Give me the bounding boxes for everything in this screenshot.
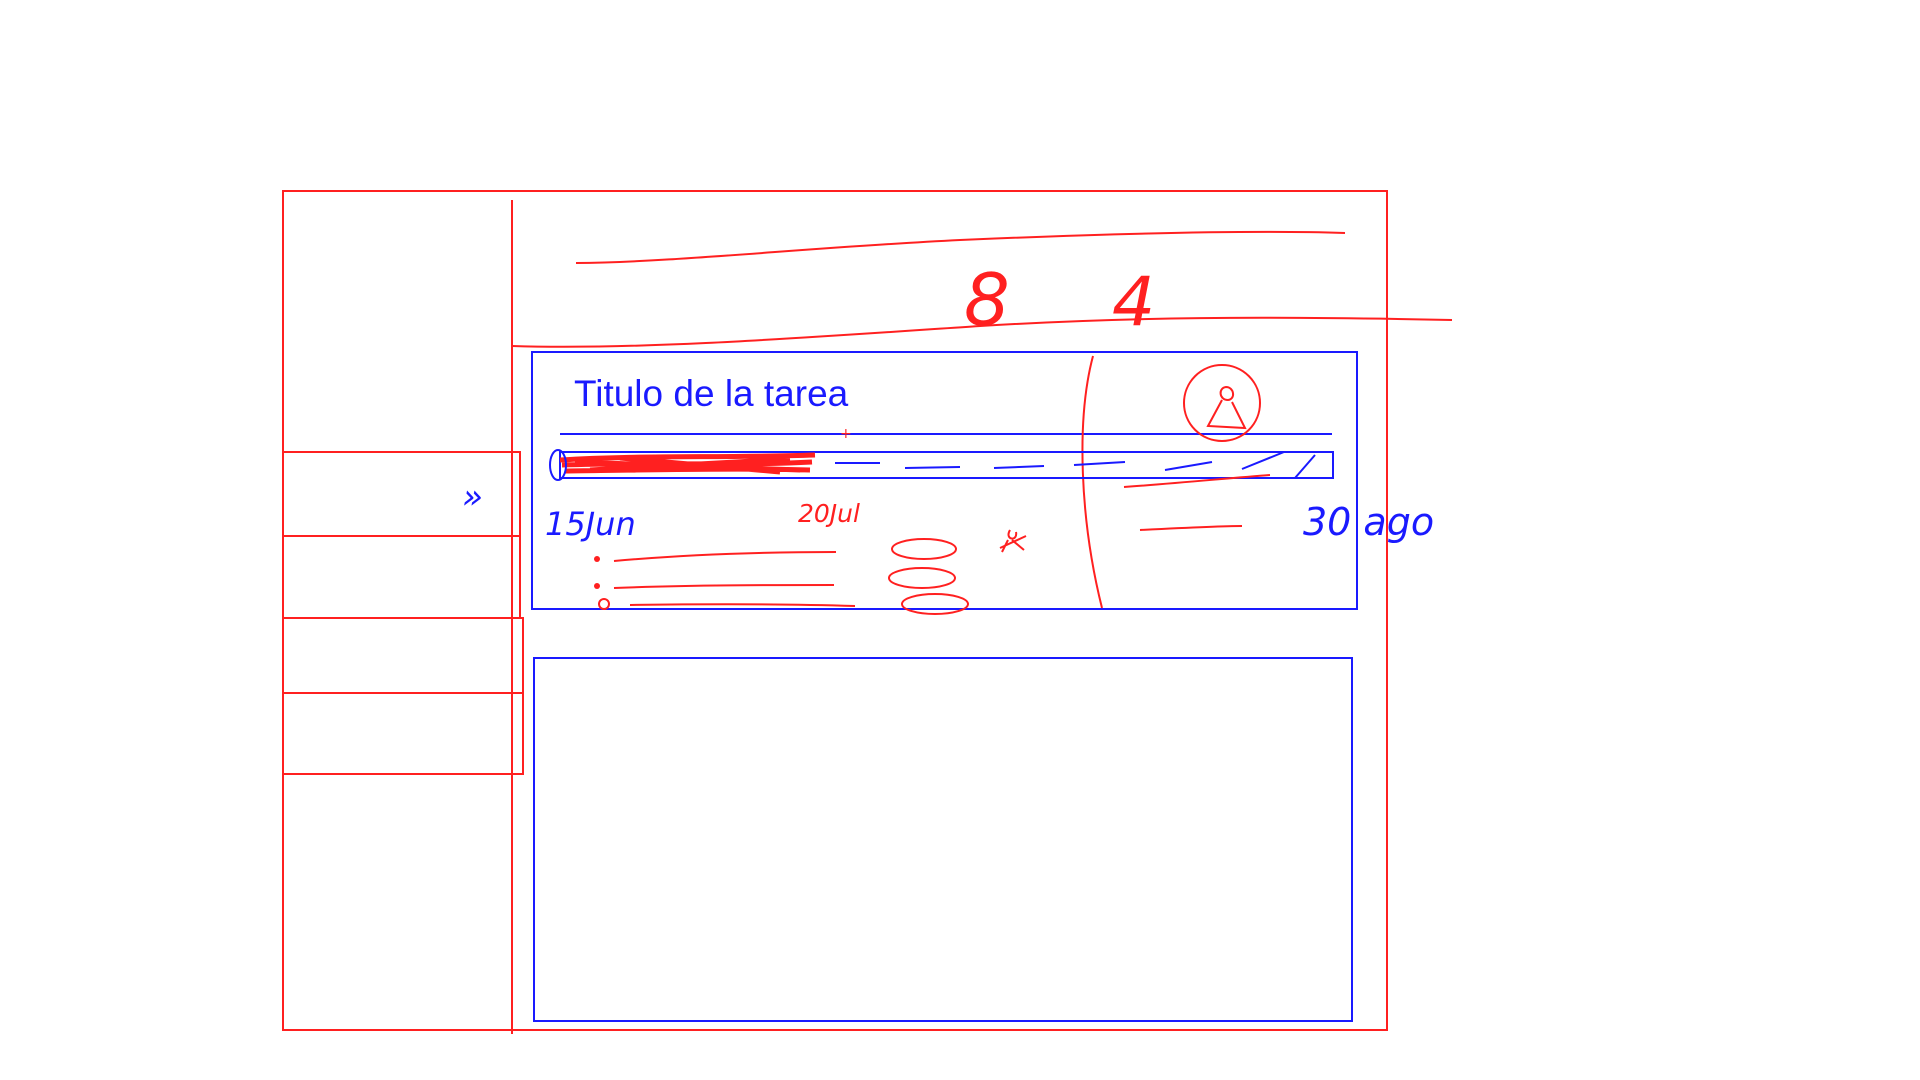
card-separator [1081,355,1103,609]
timeline-remaining-dashes [835,451,1316,479]
timeline[interactable] [549,449,1334,481]
sidebar-expand-icon[interactable]: » [462,477,483,517]
header-number-2: 4 [1112,263,1155,342]
sidebar-item-2[interactable] [282,535,521,619]
header-top-line [575,230,1346,264]
list-item-2 [613,584,835,589]
header-number-1: 8 [964,258,1010,342]
bullet-2 [594,583,600,589]
timeline-start-handle[interactable] [549,449,567,481]
timeline-mid-label: 20Jul [798,499,860,528]
list-item-1 [613,551,837,562]
timeline-progress-fill [559,452,816,475]
sidebar-item-3[interactable] [282,617,524,694]
timeline-track [559,451,1334,479]
content-panel [533,657,1353,1022]
bullet-1 [594,556,600,562]
app-frame [282,190,1388,1031]
task-tags [888,538,969,615]
side-detail-line-2 [1139,525,1243,531]
members-icon [999,529,1027,553]
bullet-3 [598,598,610,610]
timeline-end-label: 30 ago [1303,500,1434,544]
header: 8 4 [511,230,1453,348]
assignee-avatar[interactable] [1183,364,1261,442]
sidebar: » [282,451,524,775]
user-icon [1206,385,1247,430]
tag-pill-1[interactable] [891,538,957,560]
tag-pill-2[interactable] [888,567,956,589]
task-details-list [594,551,856,610]
list-item-3 [629,603,856,607]
header-bottom-line [511,316,1453,348]
sidebar-item-1[interactable] [282,451,521,537]
task-card[interactable]: Titulo de la tarea + 15Jun 20Jul 30 ago [531,351,1434,615]
timeline-start-label: 15Jun [545,505,636,543]
side-detail-line-1 [1123,474,1271,488]
marker-plus-icon: + [840,426,852,442]
tag-pill-3[interactable] [901,593,969,615]
task-title: Titulo de la tarea [574,373,849,414]
sidebar-item-4[interactable] [282,692,524,775]
avatar-circle [1183,364,1261,442]
task-card-frame [531,351,1358,610]
